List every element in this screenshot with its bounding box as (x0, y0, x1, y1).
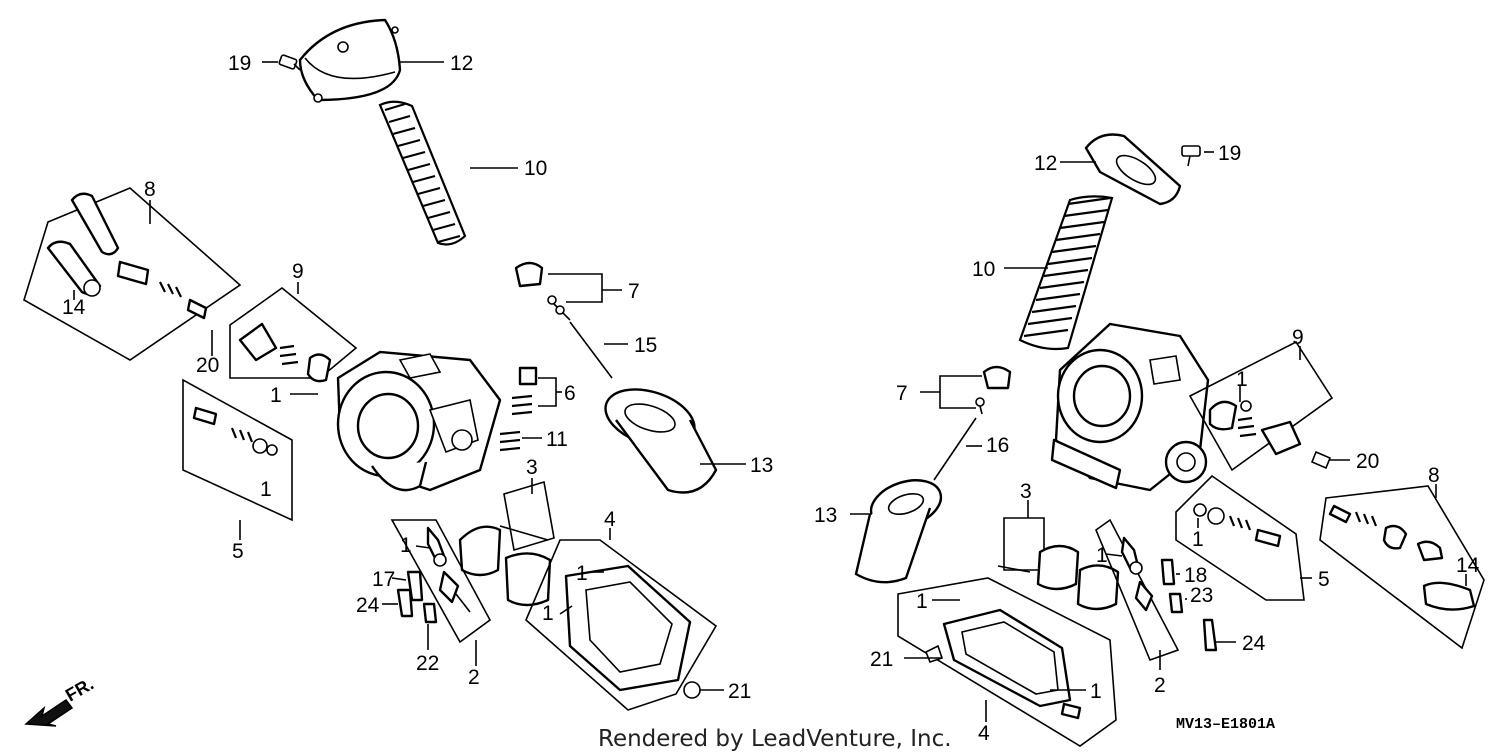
left-callout-1d: 1 (400, 534, 412, 557)
right-callout-23: 23 (1190, 584, 1213, 607)
right-main-spring-part (1018, 195, 1114, 351)
right-jet-set-part (1095, 518, 1180, 662)
right-jet-needle-part (933, 365, 1012, 481)
left-callout-13: 13 (750, 454, 773, 477)
left-callout-6: 6 (564, 382, 576, 405)
right-diaphragm-part (854, 479, 943, 584)
left-callout-22: 22 (416, 652, 439, 675)
left-callout-20: 20 (196, 354, 219, 377)
left-callout-1e: 1 (542, 602, 554, 625)
right-part9-kit-outline (1188, 340, 1334, 472)
right-leader-lines (850, 151, 1467, 722)
right-callout-21: 21 (870, 648, 893, 671)
left-jet-set-part (390, 519, 492, 644)
right-callout-12: 12 (1034, 152, 1057, 175)
left-callout-14: 14 (62, 296, 86, 319)
right-callout-1a: 1 (1236, 368, 1248, 391)
right-callout-13: 13 (814, 504, 837, 527)
right-callout-8: 8 (1428, 464, 1440, 487)
left-callout-8: 8 (144, 178, 156, 201)
left-callout-15: 15 (634, 334, 657, 357)
left-float-bowl-part (525, 539, 718, 711)
left-callout-1a: 1 (270, 384, 282, 407)
right-callout-3: 3 (1020, 480, 1032, 503)
left-callout-12: 12 (450, 52, 473, 75)
render-credit: Rendered by LeadVenture, Inc. (598, 726, 952, 752)
diagram-code: MV13–E1801A (1176, 716, 1275, 733)
right-callout-5: 5 (1318, 568, 1330, 591)
right-callout-4: 4 (978, 722, 990, 745)
right-float-part (997, 517, 1120, 611)
left-callout-5: 5 (232, 540, 244, 563)
left-leader-lines (73, 61, 746, 691)
left-main-spring-part (378, 100, 467, 246)
left-part9-kit-outline (229, 286, 358, 383)
right-callout-9: 9 (1292, 326, 1304, 349)
right-float-bowl-part (897, 577, 1117, 747)
left-callout-3: 3 (526, 456, 538, 479)
left-float-part (458, 480, 555, 607)
right-cover-screw-part (1181, 145, 1201, 167)
right-carburetor-body-part (1050, 322, 1210, 492)
right-part5-kit-outline (1175, 474, 1305, 601)
right-callout-20: 20 (1356, 450, 1379, 473)
right-callout-1d: 1 (916, 590, 928, 613)
right-callout-24: 24 (1242, 632, 1266, 655)
right-pilot-screw-parts (1160, 558, 1218, 652)
right-callout-18: 18 (1184, 564, 1207, 587)
front-arrow-icon (24, 698, 74, 727)
left-cover-screw-part (278, 54, 301, 71)
left-callout-9: 9 (292, 260, 304, 283)
right-callout-10: 10 (972, 258, 995, 281)
left-callout-24: 24 (356, 594, 380, 617)
left-callout-11: 11 (546, 428, 568, 451)
left-diaphragm-part (604, 388, 718, 494)
left-bowl-screw-part (683, 681, 701, 699)
right-callout-16: 16 (986, 434, 1009, 457)
right-callout-1e: 1 (1090, 680, 1102, 703)
right-carburetor-assembly: 12 19 10 9 7 1 16 20 8 3 13 1 1 5 14 18 … (814, 133, 1485, 747)
left-callout-17: 17 (372, 568, 395, 591)
right-part8-kit-outline (1319, 485, 1485, 650)
left-callout-7: 7 (628, 280, 640, 303)
left-part8-kit-outline (23, 187, 242, 361)
right-callout-1c: 1 (1192, 528, 1204, 551)
left-callout-1c: 1 (576, 562, 588, 585)
right-callout-19: 19 (1218, 142, 1241, 165)
right-callout-2: 2 (1154, 674, 1166, 697)
left-callout-2: 2 (468, 666, 480, 689)
right-callout-labels: 12 19 10 9 7 1 16 20 8 3 13 1 1 5 14 18 … (814, 142, 1480, 745)
left-callout-10: 10 (524, 157, 547, 180)
left-callout-21: 21 (728, 680, 751, 703)
right-top-cover-part (1084, 133, 1182, 206)
right-screw-20-part (1310, 450, 1332, 470)
left-screw-springs-part (499, 366, 538, 452)
left-top-cover-part (298, 18, 402, 103)
left-part5-kit-outline (182, 378, 293, 522)
left-callout-4: 4 (604, 508, 616, 531)
right-callout-1b: 1 (1096, 544, 1108, 567)
left-callout-1b: 1 (260, 478, 272, 501)
left-callout-labels: 19 12 10 8 14 9 7 15 20 1 6 11 1 13 5 3 … (62, 52, 773, 703)
right-callout-14: 14 (1456, 554, 1480, 577)
front-direction-indicator: FR. (24, 674, 97, 727)
left-callout-19: 19 (228, 52, 251, 75)
left-pilot-screw-parts (396, 570, 438, 624)
right-callout-7: 7 (896, 382, 908, 405)
left-carburetor-body-part (336, 350, 502, 492)
left-carburetor-assembly: 19 12 10 8 14 9 7 15 20 1 6 11 1 13 5 3 … (23, 18, 773, 711)
right-bowl-screw-part (924, 644, 944, 663)
left-jet-needle-part (514, 261, 613, 379)
